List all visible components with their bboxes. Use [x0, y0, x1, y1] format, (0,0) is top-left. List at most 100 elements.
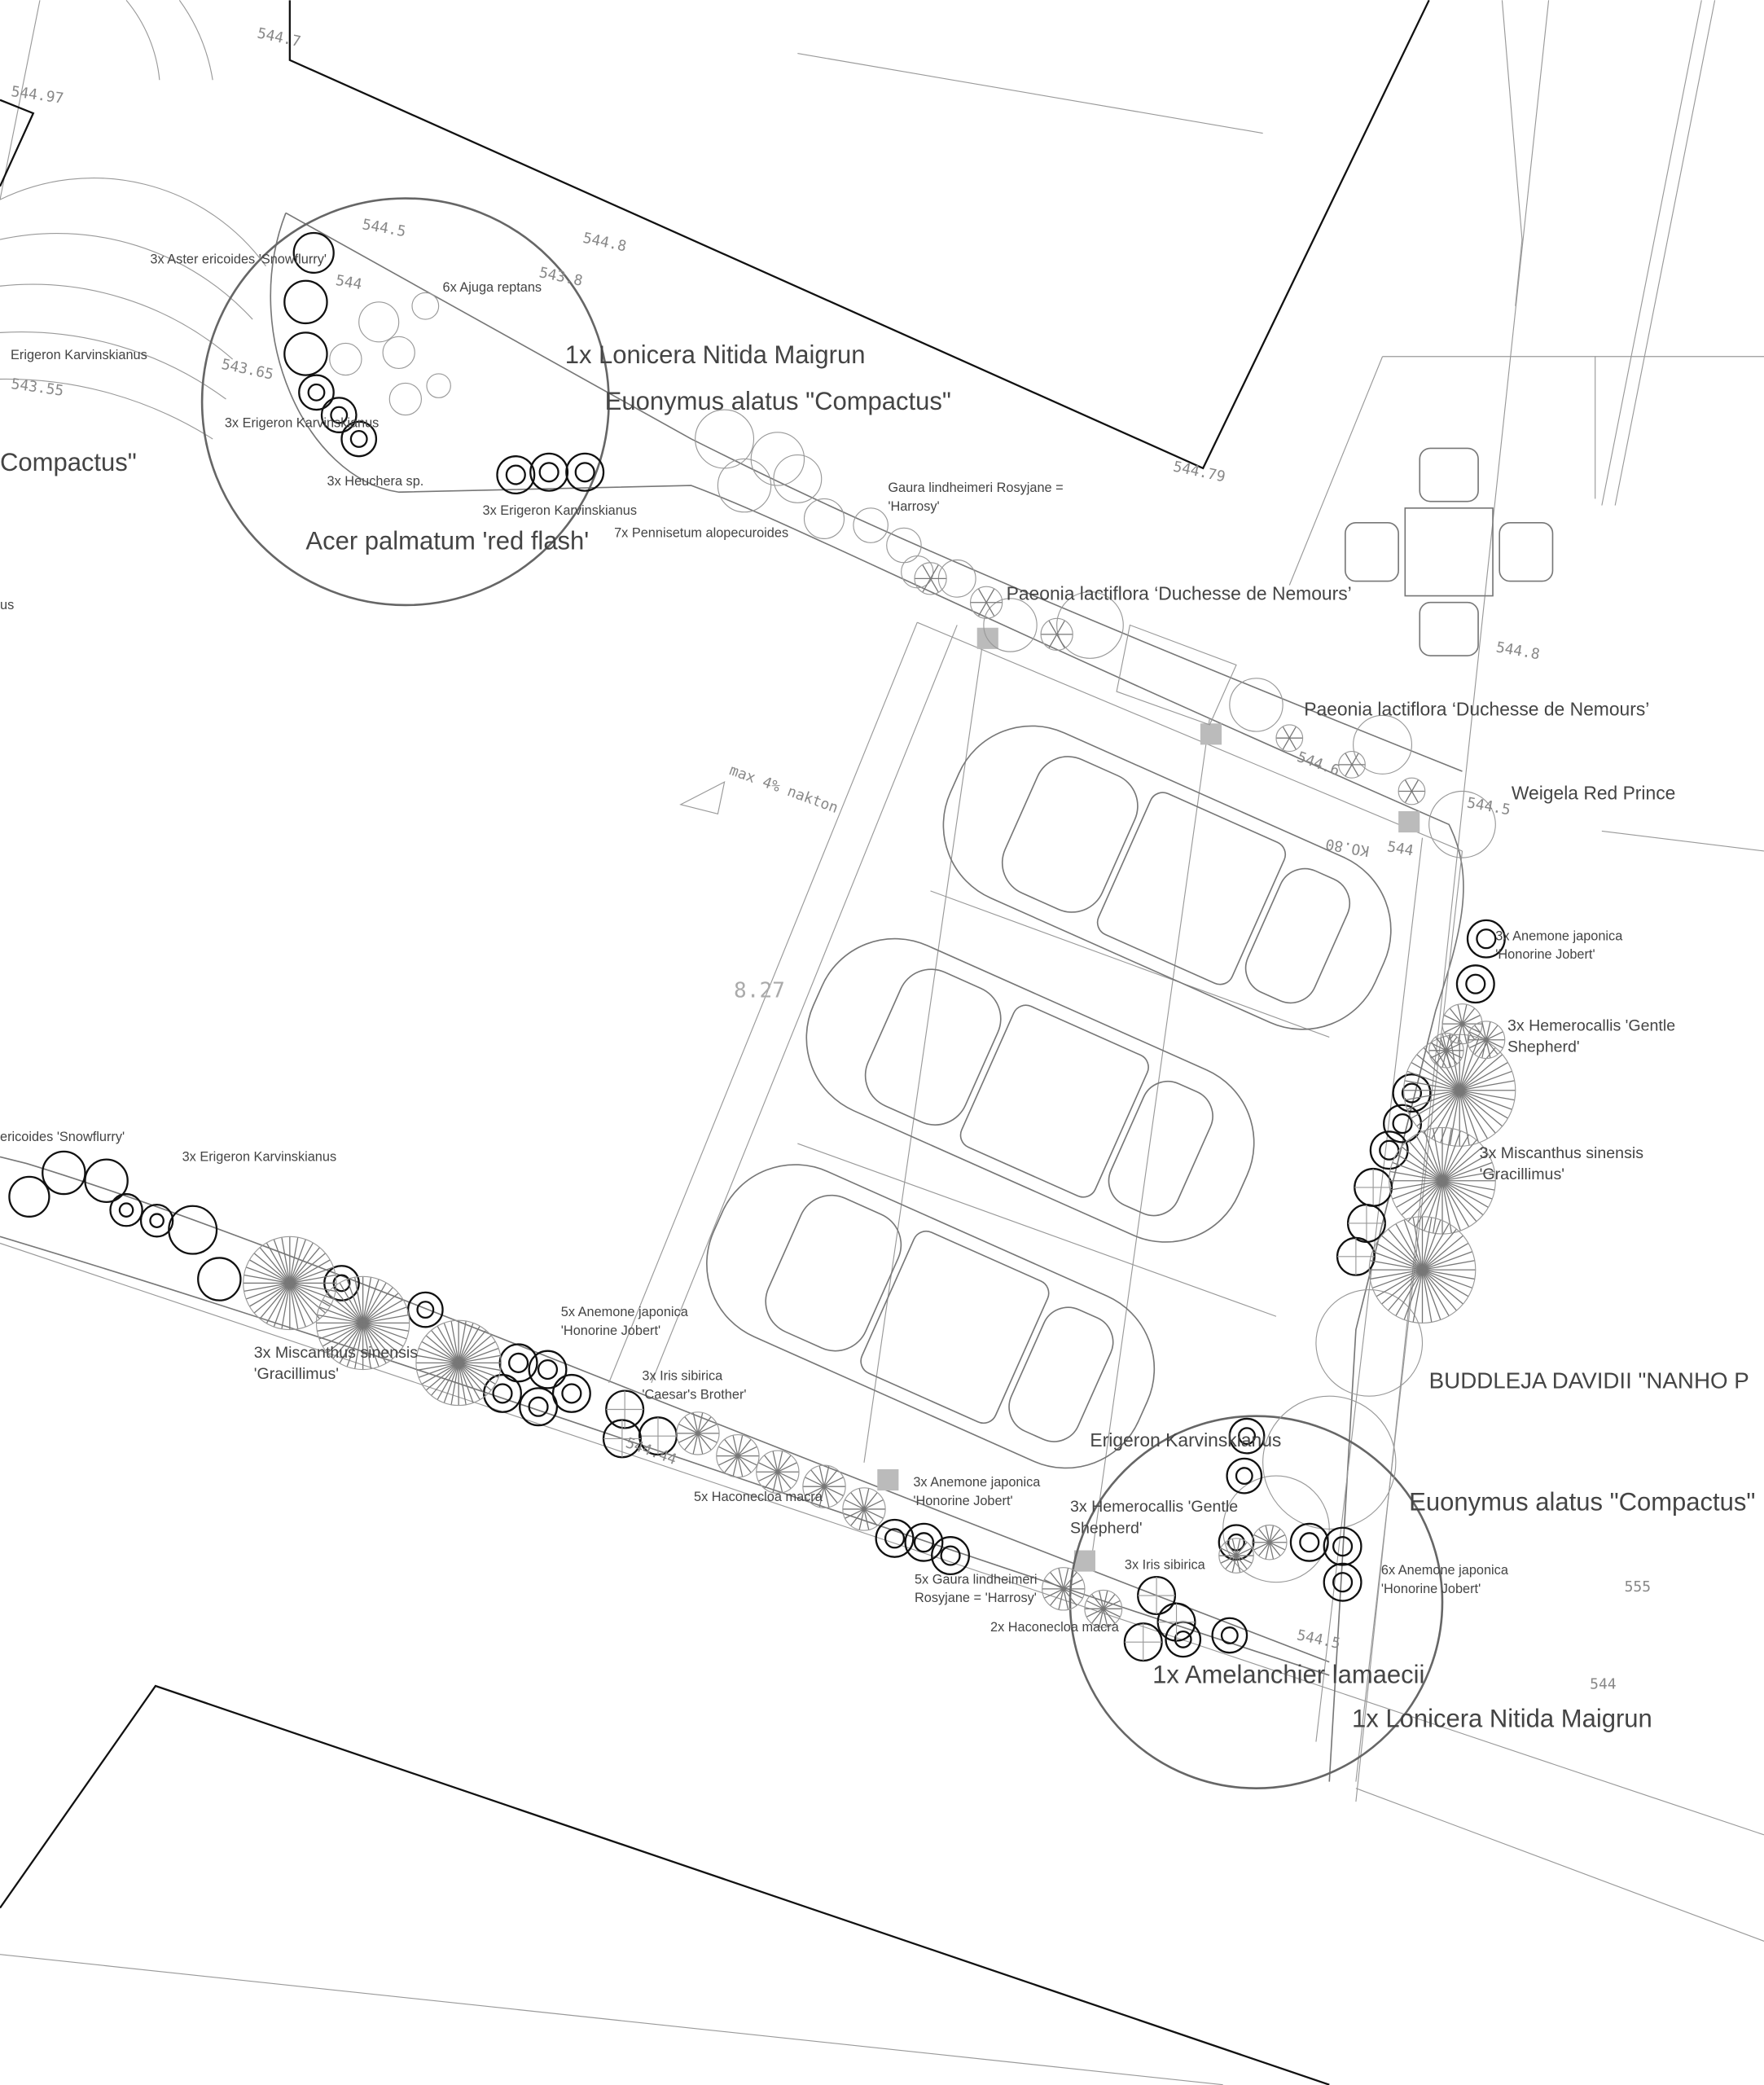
grass-blade	[777, 1471, 792, 1490]
anemone-inner-icon	[1332, 1536, 1354, 1557]
plant-label: Shepherd'	[1070, 1519, 1143, 1537]
grass-blade	[1091, 1594, 1104, 1609]
grass-blade	[317, 1314, 363, 1324]
grass-blade	[1404, 779, 1413, 792]
grass-blade	[1421, 1269, 1441, 1320]
grass-blade	[1441, 1134, 1470, 1182]
shrub-icon	[411, 292, 440, 320]
grass-blade	[289, 1274, 336, 1284]
grass-blade	[289, 1239, 306, 1284]
grass-blade	[1422, 1269, 1473, 1289]
grass-blade	[458, 1362, 487, 1396]
grass-blade	[1043, 1588, 1064, 1599]
shrub-icon	[1229, 678, 1284, 732]
grass-blade	[718, 1455, 739, 1466]
grass-blade	[289, 1247, 321, 1284]
plant-label: 'Honorine Jobert'	[913, 1494, 1012, 1508]
anemone-inner-icon	[940, 1545, 961, 1566]
grass-blade	[1441, 1180, 1484, 1216]
plant-label: 7x Pennisetum alopecuroides	[614, 526, 788, 541]
grass-blade	[416, 1354, 459, 1364]
grass-blade	[431, 1329, 459, 1363]
grass-blade	[354, 1277, 364, 1323]
anemone-icon	[528, 1350, 568, 1389]
grass-blade	[1422, 1269, 1475, 1280]
iris-cross	[1138, 1577, 1175, 1614]
iris-cross	[606, 1390, 644, 1429]
plant-label: 'Gracillimus'	[1480, 1165, 1564, 1183]
grass-blade	[458, 1335, 492, 1363]
grass-outline	[1389, 1126, 1496, 1235]
grass-blade	[354, 1323, 364, 1369]
grass-blade	[1422, 1251, 1473, 1271]
grass-blade	[1395, 1223, 1424, 1271]
grass-blade	[1431, 1090, 1460, 1139]
grass-blade	[259, 1247, 291, 1284]
aster-icon	[168, 1205, 218, 1255]
car-windshield	[765, 1194, 902, 1352]
grass-blade	[1056, 620, 1066, 635]
grass-blade	[1457, 1024, 1463, 1044]
grass-blade	[1269, 1534, 1286, 1543]
plant-label: 3x Iris sibirica	[642, 1369, 723, 1384]
anemone-inner-icon	[1299, 1532, 1320, 1553]
grass-blade	[1404, 1080, 1460, 1091]
grass-blade	[1446, 1050, 1458, 1064]
grass-blade	[1485, 1025, 1499, 1041]
plant-label: BUDDLEJA DAVIDII "NANHO P	[1429, 1367, 1749, 1393]
shrub-icon	[695, 409, 755, 469]
hemerocallis-icon	[676, 1412, 720, 1455]
grass-blade	[1444, 1014, 1463, 1025]
anemone-inner-icon	[1235, 1467, 1253, 1486]
grass-blade	[777, 1451, 783, 1473]
grass-blade	[458, 1320, 467, 1363]
grass-outline	[842, 1487, 886, 1531]
grass-blade	[777, 1462, 797, 1473]
grass-blade	[1424, 1180, 1443, 1231]
grass-blade	[458, 1362, 499, 1378]
grass-blade	[253, 1253, 291, 1284]
grass-outline	[243, 1236, 337, 1331]
grass-outline	[1398, 777, 1426, 805]
grass-blade	[1388, 1269, 1424, 1311]
anemone-icon	[1392, 1073, 1432, 1113]
grass-blade	[823, 1465, 830, 1487]
grass-blade	[1063, 1578, 1083, 1590]
plant-label: 'Honorine Jobert'	[1381, 1582, 1481, 1596]
iris-cross	[1348, 1205, 1385, 1242]
grass-blade	[289, 1282, 331, 1307]
grass-blade	[1231, 1539, 1237, 1556]
grass-blade	[443, 1323, 459, 1363]
aster-icon	[8, 1175, 50, 1218]
grass-blade	[1235, 1555, 1253, 1564]
iris-cross	[1354, 1169, 1392, 1206]
grass-blade	[421, 1362, 459, 1385]
grass-blade	[265, 1242, 291, 1284]
grass-blade	[322, 1322, 363, 1347]
grass-blade	[850, 1492, 865, 1510]
iris-cross	[639, 1417, 677, 1455]
anemone-inner-icon	[349, 430, 368, 448]
grass-blade	[362, 1322, 404, 1347]
level-label: 544	[1590, 1675, 1616, 1692]
aster-icon	[283, 331, 328, 376]
grass-blade	[1225, 1542, 1237, 1556]
anemone-inner-icon	[538, 462, 559, 483]
grass-outline	[1428, 1033, 1464, 1069]
level-label: 8.27	[734, 979, 785, 1003]
grass-blade	[1048, 634, 1058, 649]
grass-blade	[1485, 1031, 1503, 1041]
grass-blade	[1231, 1555, 1237, 1573]
level-labels: 544.7 544.97 544.5 544.8 543.8 544 543.6…	[10, 24, 1651, 1692]
miscanthus-icon	[1389, 1127, 1496, 1235]
grass-blade	[1351, 753, 1359, 766]
plant-label: 6x Anemone japonica	[1381, 1563, 1509, 1578]
grass-outline	[914, 562, 947, 595]
grass-blade	[1441, 1180, 1489, 1208]
grass-blade	[1389, 1170, 1443, 1182]
car-rear-window	[1008, 1306, 1114, 1442]
grass-blade	[1282, 726, 1290, 739]
grass-blade	[1459, 1070, 1512, 1091]
grass-blade	[1485, 1039, 1503, 1049]
